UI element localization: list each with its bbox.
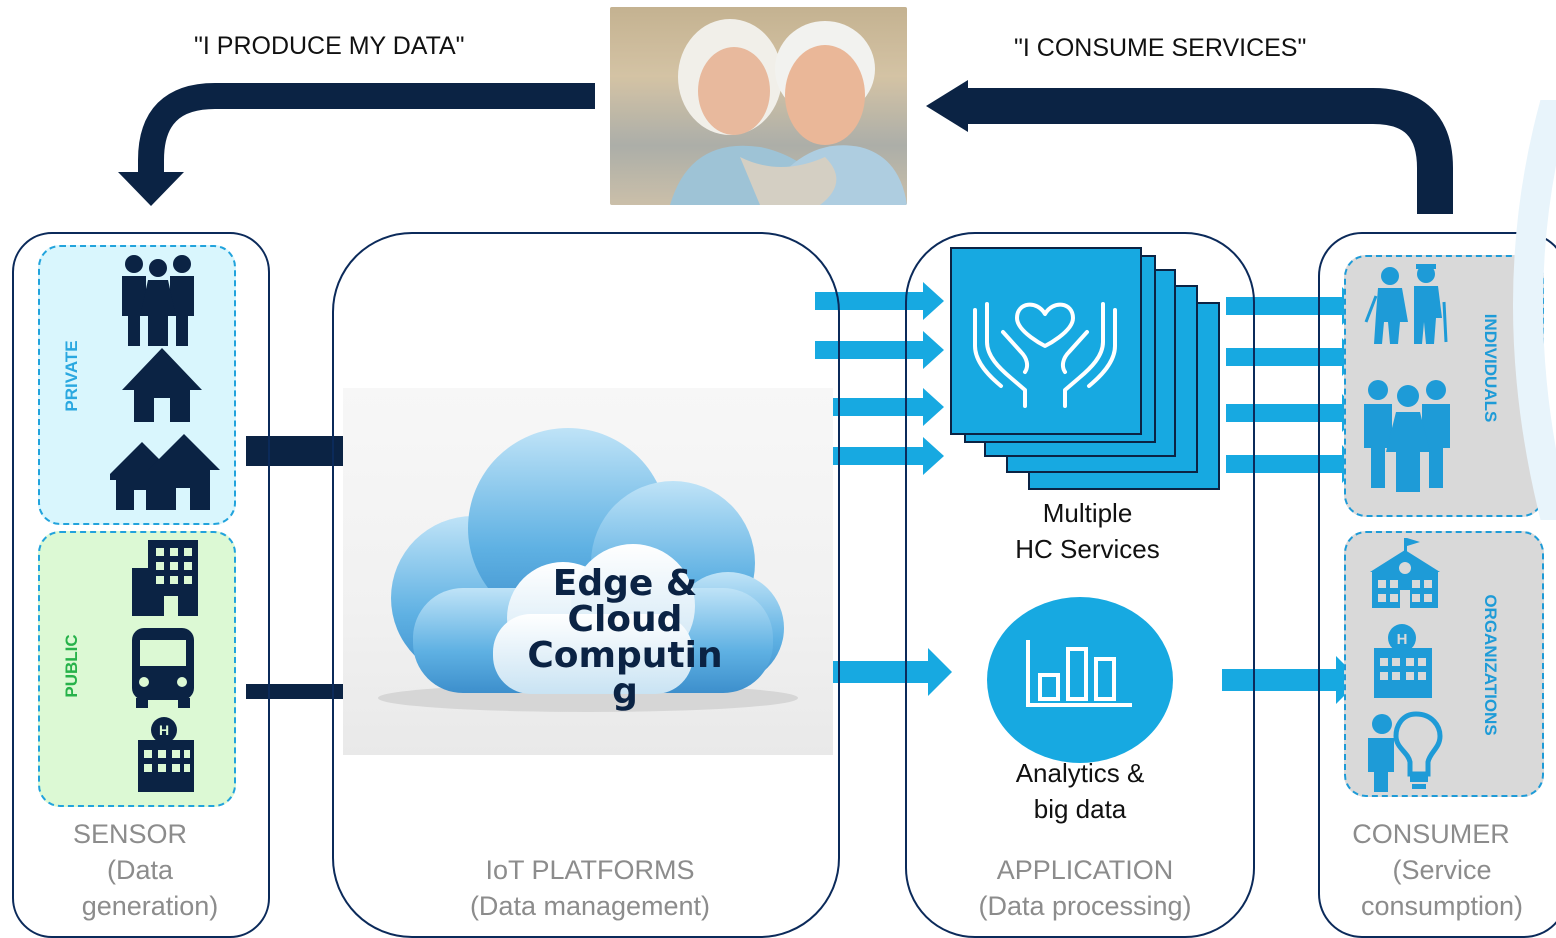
family-icon [122, 255, 194, 346]
iot-title: IoT PLATFORMS [485, 855, 695, 885]
innovation-person-icon [1368, 711, 1443, 792]
sensor-panel [12, 232, 270, 938]
sensor-sub2: generation) [81, 891, 219, 921]
elderly-couple-photo [610, 7, 907, 205]
iot-platforms-panel [332, 232, 840, 938]
bus-icon [132, 628, 194, 708]
produce-arrowhead [118, 172, 184, 206]
analytics-label: Analytics & big data [975, 755, 1185, 827]
individuals-icons [1364, 264, 1450, 492]
public-label: PUBLIC [62, 634, 81, 698]
svg-text:H: H [159, 722, 169, 738]
analytics-line2: big data [1033, 794, 1127, 824]
hospital-icon: H [138, 717, 194, 792]
application-title: APPLICATION [996, 855, 1174, 885]
care-hands-heart-icon [973, 302, 1117, 408]
organizations-label: ORGANIZATIONS [1481, 594, 1500, 736]
office-building-icon [132, 540, 198, 616]
consume-arrowhead [926, 80, 968, 132]
analytics-line1: Analytics & [1015, 758, 1145, 788]
decorative-arc [1513, 100, 1556, 520]
house-icon [122, 348, 202, 422]
application-panel [905, 232, 1255, 938]
application-sub: (Data processing) [978, 891, 1192, 921]
consumer-sub1: (Service [1392, 855, 1492, 885]
hospital-icon: H [1374, 624, 1432, 698]
public-icons: H [132, 540, 198, 792]
iot-sub: (Data management) [469, 891, 711, 921]
private-label: PRIVATE [62, 340, 81, 412]
analytics-circle [987, 597, 1173, 763]
consumer-sub2: consumption) [1360, 891, 1524, 921]
application-caption: APPLICATION (Data processing) [935, 852, 1235, 924]
hc-services-line2: HC Services [1015, 534, 1160, 564]
sensor-title: SENSOR [72, 819, 188, 849]
cloud-line3: Computin [527, 635, 723, 676]
platform-to-hc-arrows [815, 282, 944, 475]
elderly-couple-icon [1364, 264, 1448, 344]
sensor-sub1: (Data [106, 855, 174, 885]
hc-services-stack [950, 247, 1220, 490]
sensor-caption: SENSOR (Data generation) [40, 816, 260, 924]
family-icon [1364, 380, 1450, 492]
bar-chart-icon [1026, 640, 1132, 707]
cloud-label: Edge & Cloud Computin g [520, 566, 730, 710]
hc-services-line1: Multiple [1042, 498, 1133, 528]
produce-arrow [138, 83, 595, 178]
cloud-icon [378, 428, 798, 712]
cloud-illustration [343, 388, 833, 755]
produce-quote: "I PRODUCE MY DATA" [194, 32, 465, 60]
consume-quote: "I CONSUME SERVICES" [1014, 34, 1307, 62]
private-icons [110, 255, 220, 510]
cloud-line2: Cloud [567, 599, 683, 640]
cloud-line4: g [612, 671, 638, 712]
platform-to-analytics-arrow [820, 648, 952, 696]
organizations-icons: H [1368, 538, 1443, 792]
elderly-couple-illustration [610, 7, 907, 205]
school-icon [1370, 538, 1440, 608]
consumer-caption: CONSUMER (Service consumption) [1322, 816, 1556, 924]
hc-services-label: Multiple HC Services [965, 495, 1210, 567]
consumer-panel [1318, 232, 1556, 938]
cloud-line1: Edge & [552, 563, 698, 604]
consume-arrow [962, 88, 1453, 214]
consumer-title: CONSUMER [1352, 819, 1510, 849]
iot-caption: IoT PLATFORMS (Data management) [400, 852, 780, 924]
houses-icon [110, 434, 220, 510]
svg-text:H: H [1397, 631, 1408, 648]
